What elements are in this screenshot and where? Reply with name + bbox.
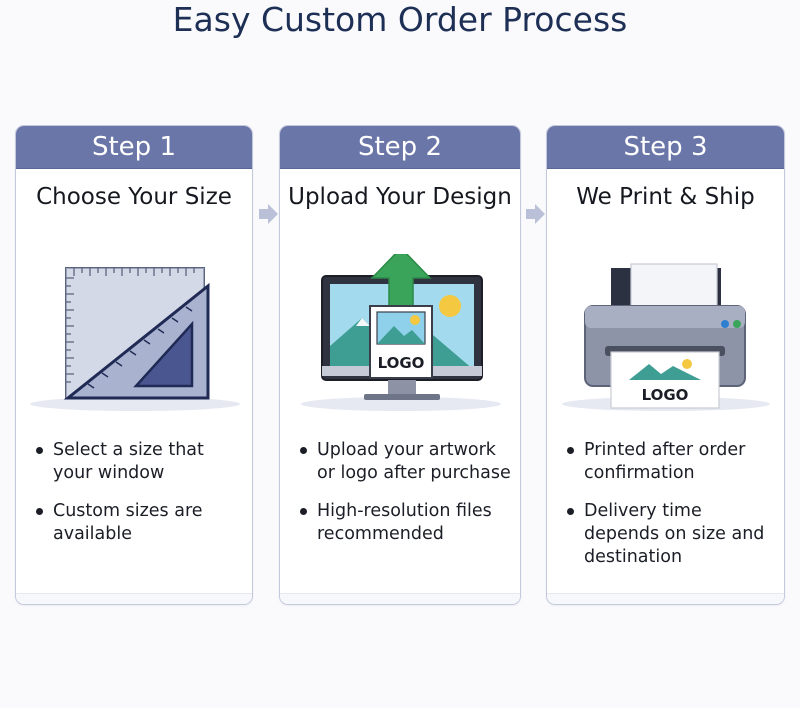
list-item: Select a size that your window xyxy=(34,439,244,485)
monitor-upload-icon: LOGO xyxy=(280,254,520,414)
chevron-right-icon xyxy=(259,204,278,224)
bullet-dot-icon xyxy=(567,508,574,515)
step-bullets-1: Select a size that your window Custom si… xyxy=(34,439,244,561)
step-subtitle-1: Choose Your Size xyxy=(36,184,232,210)
printer-icon: LOGO xyxy=(547,254,784,414)
step-subtitle-3: We Print & Ship xyxy=(576,184,755,210)
bullet-dot-icon xyxy=(300,447,307,454)
list-item: Upload your artwork or logo after purcha… xyxy=(298,439,512,485)
ruler-triangle-icon xyxy=(16,254,252,414)
step-card-2: Step 2 Upload Your Design xyxy=(279,125,521,605)
card-footer-strip xyxy=(280,593,520,604)
step-bullets-3: Printed after order confirmation Deliver… xyxy=(565,439,776,584)
step-card-3: Step 3 We Print & Ship LOGO xyxy=(546,125,785,605)
bullet-dot-icon xyxy=(300,508,307,515)
list-item: Delivery time depends on size and destin… xyxy=(565,500,776,569)
chevron-right-icon xyxy=(526,204,545,224)
step-header-3: Step 3 xyxy=(547,126,784,169)
card-footer-strip xyxy=(16,593,252,604)
logo-label: LOGO xyxy=(378,354,425,372)
logo-label: LOGO xyxy=(642,386,689,404)
list-item: Custom sizes are available xyxy=(34,500,244,546)
bullet-dot-icon xyxy=(36,508,43,515)
step-subtitle-2: Upload Your Design xyxy=(288,184,512,210)
step-card-1: Step 1 Choose Your Size xyxy=(15,125,253,605)
bullet-dot-icon xyxy=(567,447,574,454)
step-header-1: Step 1 xyxy=(16,126,252,169)
list-item: Printed after order confirmation xyxy=(565,439,776,485)
list-item: High-resolution files recommended xyxy=(298,500,512,546)
page-title: Easy Custom Order Process xyxy=(172,0,628,39)
bullet-dot-icon xyxy=(36,447,43,454)
step-bullets-2: Upload your artwork or logo after purcha… xyxy=(298,439,512,561)
card-footer-strip xyxy=(547,593,784,604)
step-header-2: Step 2 xyxy=(280,126,520,169)
